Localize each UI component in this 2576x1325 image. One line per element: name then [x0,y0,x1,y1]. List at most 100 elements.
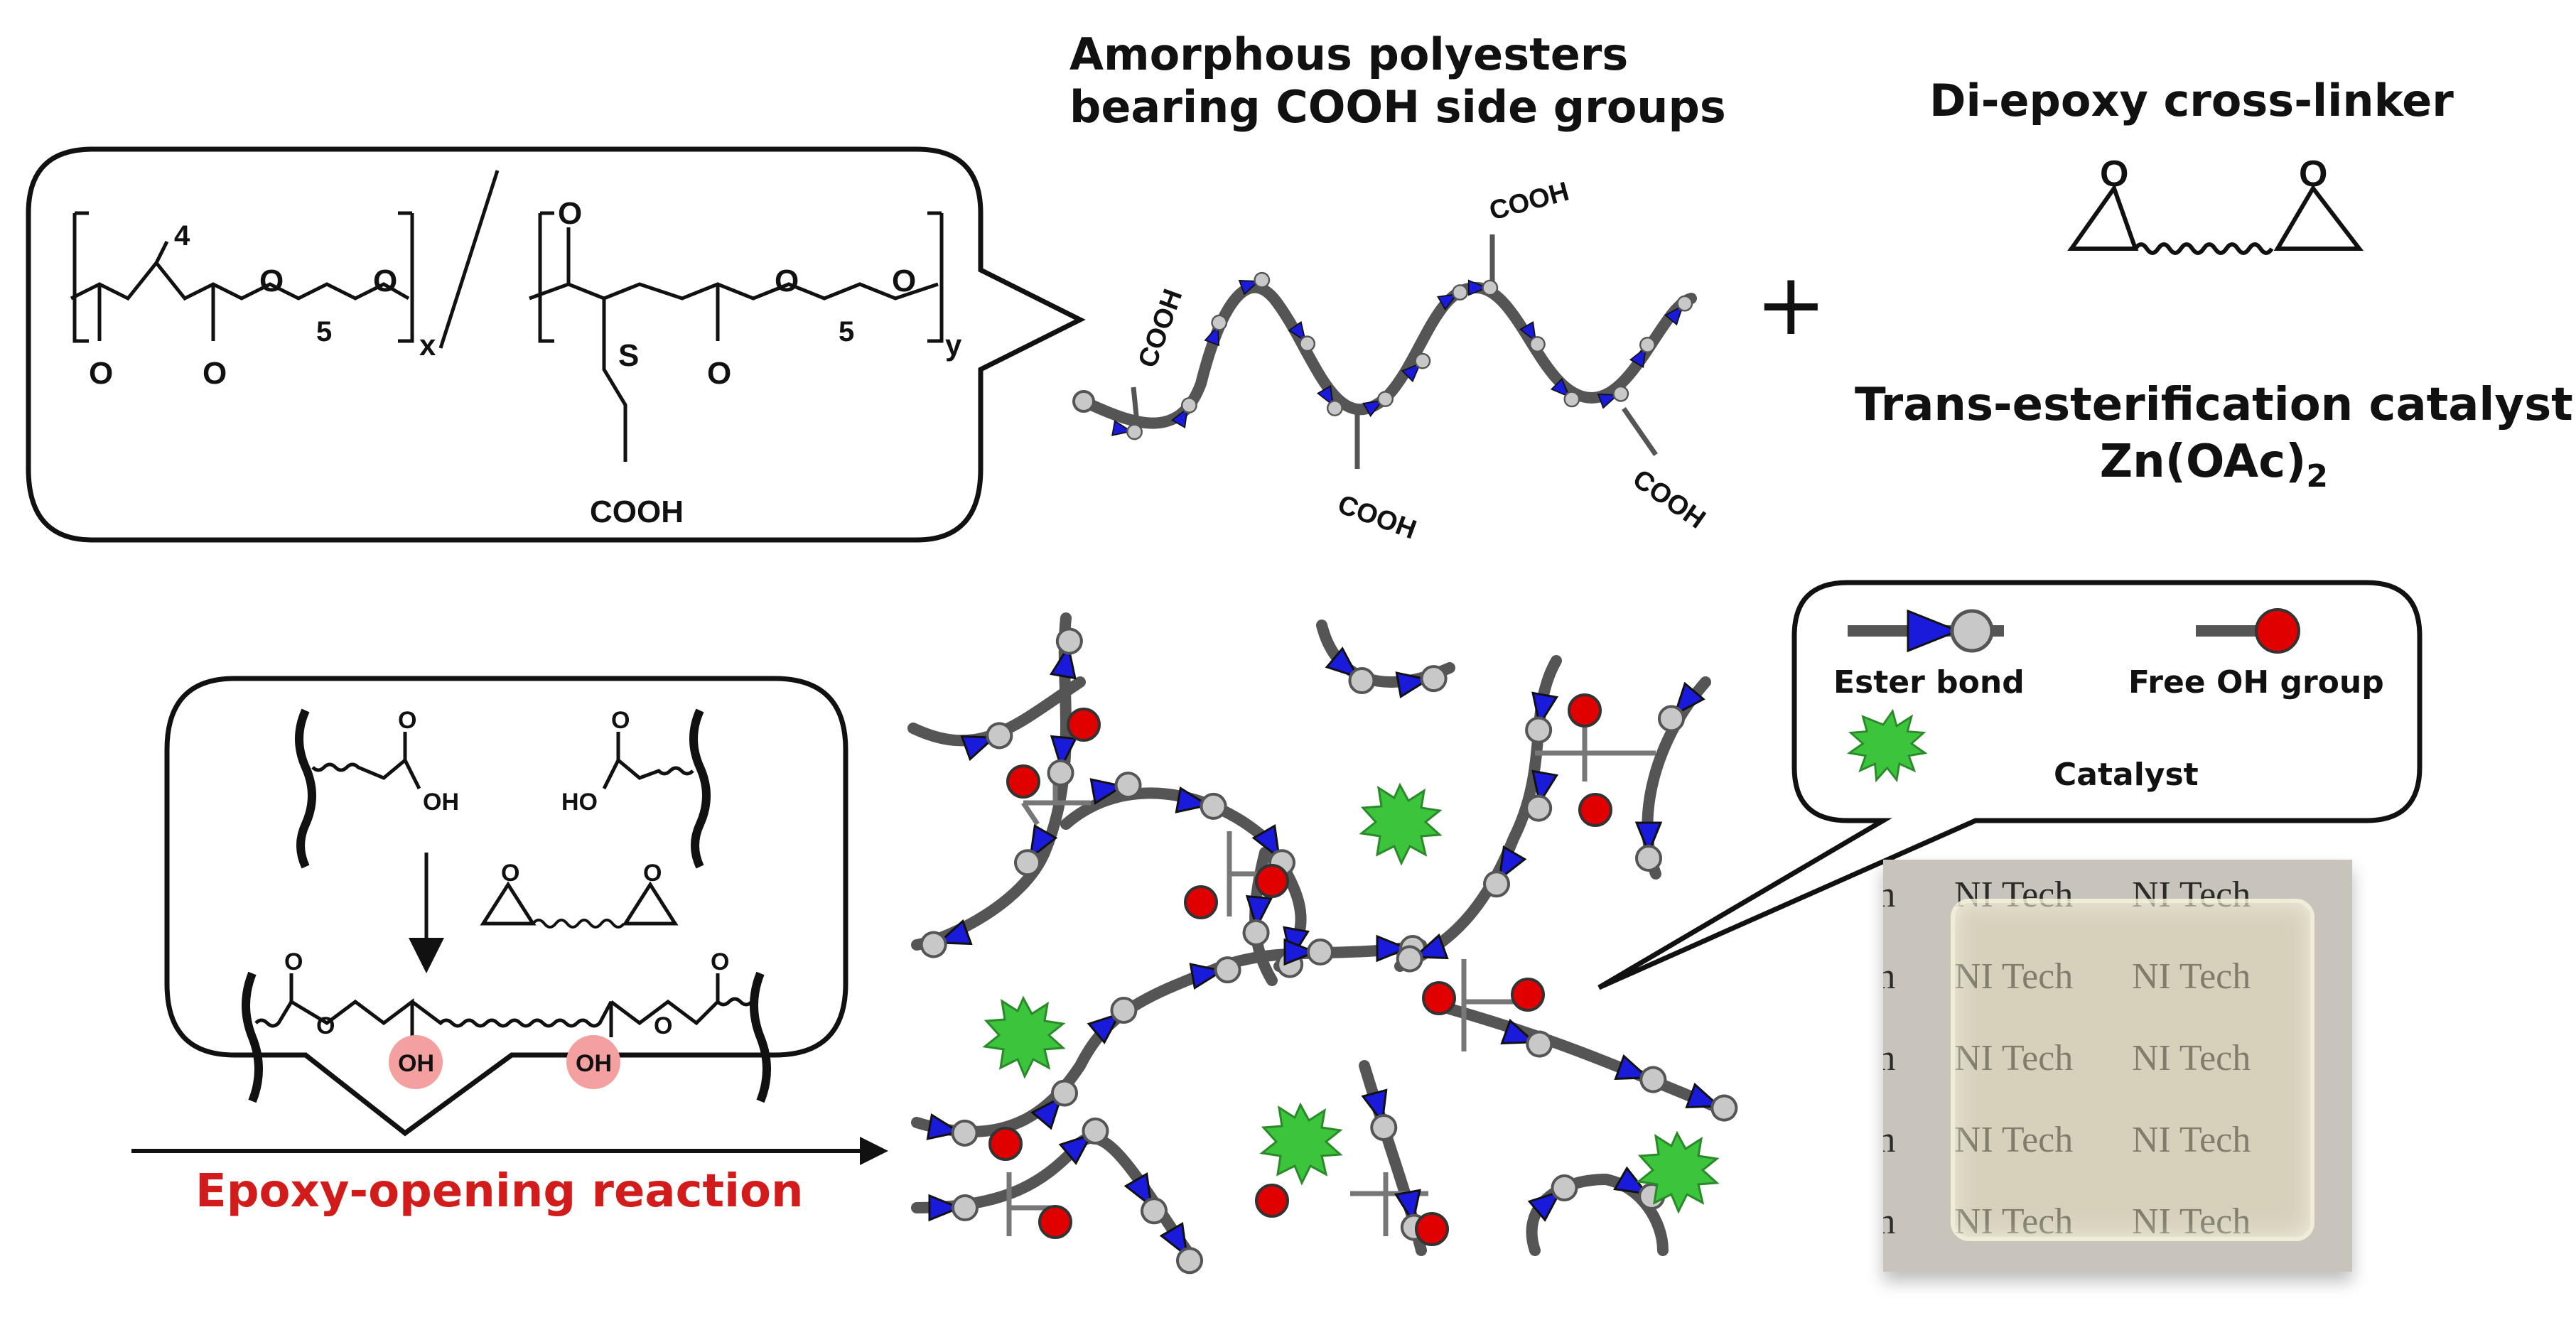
network-ester-bead [1483,845,1527,898]
network-ester-bead [1014,824,1058,877]
carbonyl-o-2: O [203,356,227,391]
chain-ester-bead [1519,321,1546,352]
photo-text: NI Tech [1954,875,2074,915]
photo-text: NI Tech [1954,1120,2074,1160]
cooh-label-3: COOH [1486,177,1572,227]
photo-text: NI Tech [2132,1038,2251,1078]
chain-ester-beads [1111,271,1693,440]
ester-o-1: O [259,264,284,298]
legend-free-oh-label: Free OH group [2128,664,2384,701]
network-ester-bead [1159,1222,1203,1275]
network-ester-bead [1525,691,1559,744]
subscript-x: x [419,328,436,362]
network-ester-bead [1242,894,1273,946]
network-ester-bead [1396,933,1449,973]
catalyst-particle [982,995,1066,1079]
catalyst-subscript: 2 [2306,458,2328,494]
network-ester-bead [1283,938,1334,966]
network-ester-bead [1658,681,1705,732]
photo-text: NI Tech [1883,875,1896,915]
catalyst-title-line2: Zn(OAc) [2099,436,2307,488]
chain-ester-bead [1629,337,1656,368]
epoxy-o-right: O [2299,153,2327,195]
polymer-structure-bubble: O O O O 4 5 x O S O O O 5 y COOH [26,146,1086,543]
side-cooh: COOH [590,494,684,529]
polyester-title: Amorphous polyesters bearing COOH side g… [1069,28,1726,134]
chain-ester-bead [1111,420,1143,440]
subscript-5-left: 5 [316,316,332,347]
network-ester-bead [1395,665,1448,699]
network-ester-bead [1525,769,1559,822]
chain-ester-bead [1550,377,1580,408]
catalyst-title-line1: Trans-esterification catalyst [1855,379,2573,431]
free-oh-dot [988,1127,1023,1161]
legend-free-oh-marker [2255,608,2300,654]
catalyst-particle [1259,1102,1343,1186]
photo-text: NI Tech [1954,1038,2074,1078]
legend-catalyst-marker [1846,708,1928,783]
crosslinker-title: Di-epoxy cross-linker [1929,75,2454,126]
o-bottom-left: O [284,948,303,975]
photo-text: NI Tech [2132,1120,2251,1160]
o-top-left: O [398,707,416,734]
chain-end [1072,390,1095,413]
diepoxy-structure [2067,183,2364,255]
network-ester-bead [1087,997,1138,1044]
crosslinked-network [907,612,1738,1275]
subscript-4: 4 [174,220,190,252]
network-ester-bead [1189,956,1241,990]
oh-highlight-left [389,1035,443,1089]
o-top-right: O [611,707,630,734]
network-ester-bead [1634,821,1663,872]
chain-ester-bead [1467,279,1499,296]
oh-bottom-left: OH [398,1050,434,1077]
legend-catalyst-label: Catalyst [2054,757,2199,793]
network-ester-bead [1089,772,1142,806]
network-ester-bead [1527,1174,1578,1222]
photo-text: NI Tech [1883,956,1896,997]
polyester-title-line2: bearing COOH side groups [1069,81,1726,133]
catalyst-formula: Zn(OAc)2 [1855,433,2573,505]
chain-ester-bead [1204,314,1228,347]
epoxy-o-left: O [2100,153,2128,195]
cooh-label-2: COOH [1334,490,1420,545]
ester-o-2: O [373,264,397,298]
reaction-bubble: O OH O HO O O O O OH OH O O [164,676,848,1137]
photo-text: NI Tech [1883,1120,1896,1160]
ester-o-3: O [775,264,799,298]
photo-text: NI Tech [1883,1038,1896,1078]
photo-text: NI Tech [1883,1201,1896,1242]
chain-ester-bead [1362,391,1394,418]
epoxy-o-small-right: O [643,860,662,887]
legend-bubble [1597,580,2423,990]
ho-top-right: HO [561,789,598,816]
free-oh-dot [1511,978,1545,1012]
free-oh-dot [1067,708,1101,742]
free-oh-dot [1422,981,1456,1015]
network-ester-bead [1175,786,1227,820]
legend-ester-label: Ester bond [1833,664,2025,701]
chain-ester-bead [1664,295,1693,326]
oh-highlight-right [566,1035,620,1089]
chain-ester-bead [1170,397,1197,428]
network-ester-bead [928,1194,979,1222]
free-oh-dot [1255,864,1289,898]
free-oh-groups [988,693,1612,1246]
subscript-5-right: 5 [839,316,854,347]
network-ester-bead [926,1113,979,1147]
chain-ester-bead [1437,284,1468,311]
network-ester-bead [960,722,1013,762]
adipate-repeat-unit [70,170,500,349]
oh-bottom-right: OH [576,1050,612,1077]
network-ester-bead [1685,1082,1738,1122]
reaction-label: Epoxy-opening reaction [195,1165,804,1218]
photo-text: NI Tech [1954,956,2074,997]
photo-text: NI Tech [2132,956,2251,997]
polyester-title-line1: Amorphous polyesters [1069,28,1629,80]
catalyst-particles [982,782,1720,1214]
network-ester-bead [920,919,973,958]
network-ester-bead [1500,1018,1553,1058]
polyester-chain-illustration: COOH COOH COOH COOH [1072,177,1710,545]
network-ester-bead [1614,1054,1667,1093]
